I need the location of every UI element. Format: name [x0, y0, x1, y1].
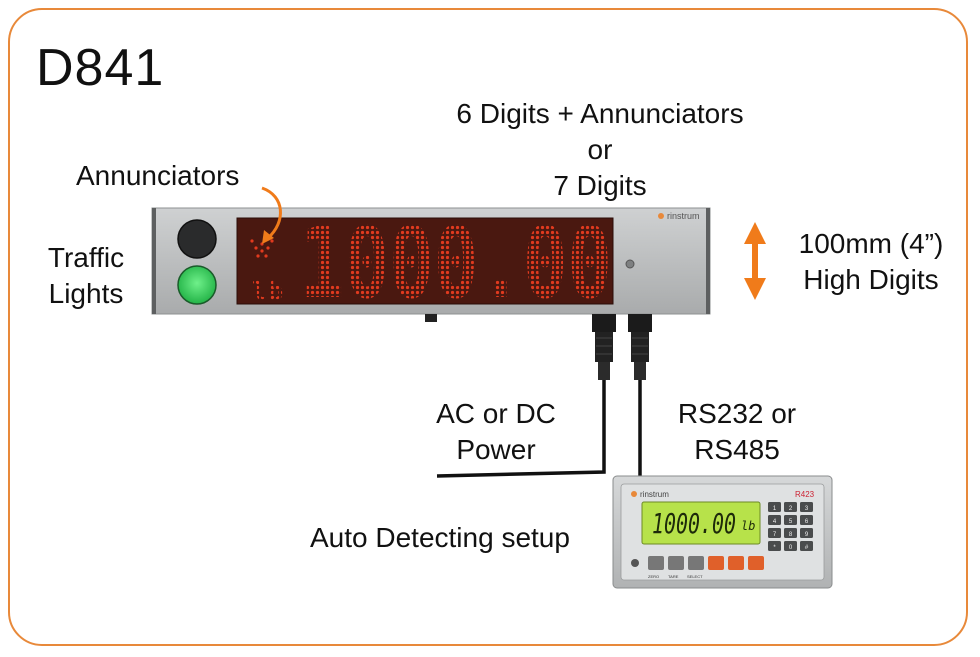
auto-detect-label: Auto Detecting setup	[310, 522, 570, 553]
led-annunciator-icon	[250, 239, 274, 258]
keypad-key-label: 4	[773, 519, 777, 525]
power-connector	[592, 314, 616, 380]
power-label-line: Power	[456, 434, 536, 465]
indicator-brand: rinstrum	[640, 490, 669, 499]
zero-button[interactable]	[648, 556, 664, 570]
panel-brand: rinstrum	[667, 211, 700, 221]
keypad-key[interactable]	[800, 502, 813, 512]
keypad-key[interactable]	[768, 502, 781, 512]
traffic-light-green-on	[177, 265, 217, 305]
serial-connector	[628, 314, 652, 380]
serial-label-line: RS232 or	[677, 398, 797, 429]
height-label-line: 100mm (4”)	[798, 228, 944, 259]
indicator-unit: lb	[741, 519, 755, 533]
traffic-light-red-off	[177, 219, 217, 259]
curved-pointer-arrow-icon	[261, 186, 282, 244]
led-window	[236, 217, 614, 305]
keypad-key[interactable]	[800, 515, 813, 525]
keypad-key-label: #	[805, 545, 809, 551]
keypad-key-label: 3	[805, 506, 809, 512]
power-cable	[436, 380, 606, 478]
r423-indicator: rinstrum R423 1000.00 lb	[612, 475, 833, 589]
indicator-logo-icon	[631, 491, 637, 497]
traffic-label-line: Traffic	[47, 242, 125, 273]
tare-button[interactable]	[668, 556, 684, 570]
keypad-key-label: 1	[773, 506, 777, 512]
button-label: SELECT	[687, 574, 703, 579]
keypad-key[interactable]	[800, 541, 813, 551]
keypad-key[interactable]	[800, 528, 813, 538]
led-reading: 1000.00	[300, 207, 612, 321]
traffic-label-line: Lights	[48, 278, 124, 309]
keypad-key[interactable]	[768, 541, 781, 551]
power-label-line: AC or DC	[436, 398, 556, 429]
led-unit: lb	[252, 277, 283, 307]
digits-label-line: 7 Digits	[553, 170, 647, 201]
keypad-key-label: *	[773, 545, 776, 551]
keypad-key[interactable]	[784, 502, 797, 512]
power-label: AC or DC Power	[418, 396, 574, 468]
indicator-keypad: 1 2 3 4 5 6 7 8 9 * 0 #	[768, 502, 813, 551]
keypad-key-label: 2	[789, 506, 793, 512]
height-label-line: High Digits	[803, 264, 939, 295]
page-title: D841	[36, 39, 165, 97]
rinstrum-logo-icon	[658, 213, 664, 219]
keypad-key-label: 6	[805, 519, 809, 525]
keypad-key-label: 7	[773, 532, 777, 538]
keypad-key[interactable]	[768, 528, 781, 538]
digits-label-line: 6 Digits + Annunciators	[456, 98, 744, 129]
keypad-key[interactable]	[784, 528, 797, 538]
indicator-lcd	[641, 501, 761, 545]
keypad-key-label: 0	[789, 545, 793, 551]
select-button[interactable]	[688, 556, 704, 570]
function-button[interactable]	[728, 556, 744, 570]
indicator-buttons: ZERO TARE SELECT	[631, 556, 764, 579]
digit-height-label: 100mm (4”) High Digits	[782, 226, 960, 298]
ir-sensor-icon	[625, 259, 635, 269]
up-down-arrow-icon	[744, 222, 766, 300]
indicator-reading: 1000.00	[652, 507, 736, 540]
traffic-lights-label: Traffic Lights	[36, 240, 136, 312]
serial-label-line: RS485	[694, 434, 780, 465]
button-label: ZERO	[648, 574, 659, 579]
annunciators-label: Annunciators	[76, 160, 240, 191]
keypad-key-label: 5	[789, 519, 793, 525]
function-button[interactable]	[748, 556, 764, 570]
serial-label: RS232 or RS485	[662, 396, 812, 468]
keypad-key-label: 8	[789, 532, 793, 538]
digits-label-line: or	[587, 134, 613, 165]
function-button[interactable]	[708, 556, 724, 570]
power-button[interactable]	[631, 559, 639, 567]
keypad-key-label: 9	[805, 532, 809, 538]
button-label: TARE	[668, 574, 679, 579]
keypad-key[interactable]	[768, 515, 781, 525]
keypad-key[interactable]	[784, 515, 797, 525]
digits-label: 6 Digits + Annunciators or 7 Digits	[430, 96, 770, 204]
indicator-model: R423	[795, 490, 815, 499]
keypad-key[interactable]	[784, 541, 797, 551]
